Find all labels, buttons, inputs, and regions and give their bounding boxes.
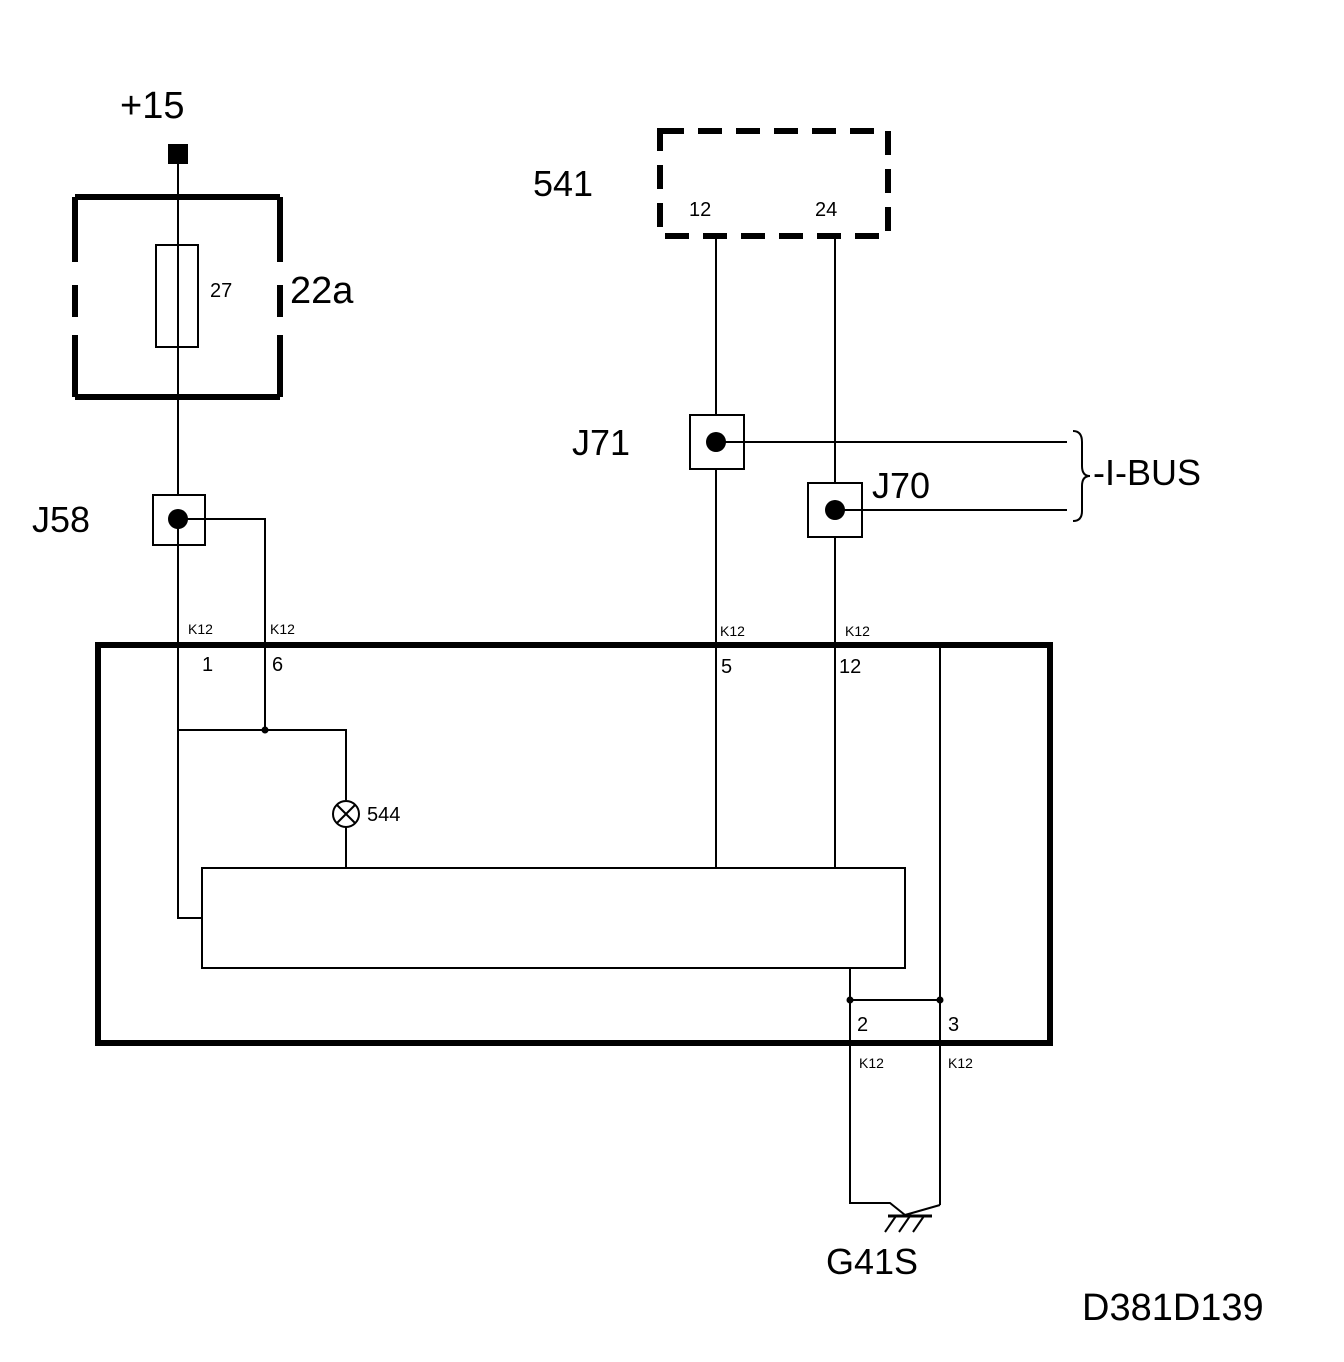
supply-label: +15 xyxy=(120,85,184,127)
k12-label: K12 xyxy=(188,621,213,637)
diagram-code: D381D139 xyxy=(1082,1287,1264,1329)
pin-2-label: 2 xyxy=(857,1014,868,1036)
ibus-label: -I-BUS xyxy=(1093,452,1201,493)
control-unit xyxy=(95,642,1053,1046)
lamp-544-icon xyxy=(332,800,360,828)
pin-12-label: 12 xyxy=(839,656,861,678)
j70-label: J70 xyxy=(872,465,930,506)
ground-icon xyxy=(884,1214,932,1233)
k12-label: K12 xyxy=(845,623,870,639)
j71-label: J71 xyxy=(572,422,630,463)
module-541-pin-12: 12 xyxy=(689,199,711,221)
wire-pin2 xyxy=(849,968,906,1216)
inner-block xyxy=(201,867,906,969)
pin-3-label: 3 xyxy=(948,1014,959,1036)
internal-wire-pin1 xyxy=(178,729,347,800)
fuse-box-label: 22a xyxy=(290,270,354,312)
ground-node-3 xyxy=(936,996,944,1004)
module-541-label: 541 xyxy=(533,163,593,204)
internal-node xyxy=(261,726,269,734)
pin-6-label: 6 xyxy=(272,654,283,676)
pin-5-label: 5 xyxy=(721,656,732,678)
supply-terminal xyxy=(168,144,188,164)
k12-label: K12 xyxy=(270,621,295,637)
fuse-label: 27 xyxy=(210,280,232,302)
k12-label: K12 xyxy=(720,623,745,639)
ground-label: G41S xyxy=(826,1241,918,1282)
j58-branch-wire xyxy=(178,518,266,730)
ground-node-2 xyxy=(846,996,854,1004)
j58-label: J58 xyxy=(32,499,90,540)
pin-1-label: 1 xyxy=(202,654,213,676)
module-541-pin-24: 24 xyxy=(815,199,837,221)
module-541 xyxy=(657,128,891,239)
wire-pin3-end xyxy=(904,1204,941,1216)
internal-wire-left xyxy=(177,730,202,919)
lamp-label: 544 xyxy=(367,804,400,826)
k12-label: K12 xyxy=(948,1055,973,1071)
k12-label: K12 xyxy=(859,1055,884,1071)
ibus-brace xyxy=(1072,430,1091,522)
